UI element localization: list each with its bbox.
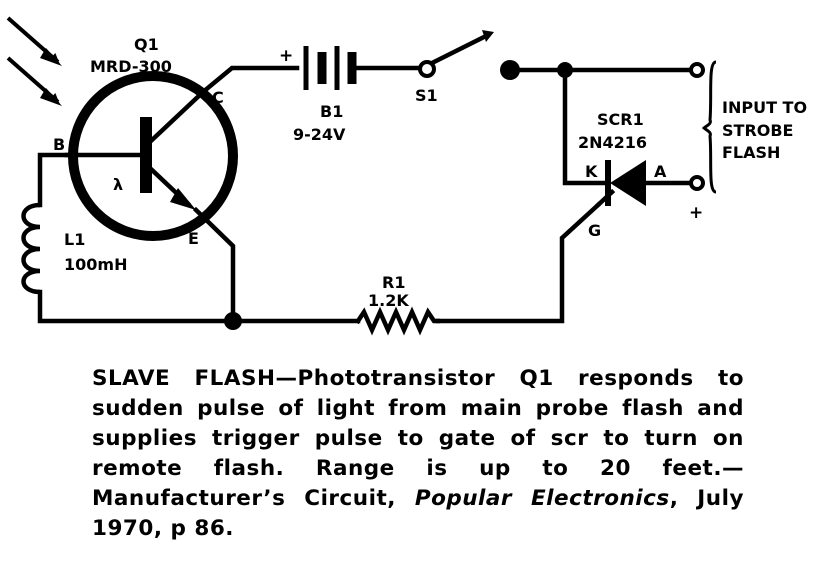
junction-dot (557, 62, 573, 78)
junction-dot (224, 312, 242, 330)
input-plus-label: + (689, 203, 703, 223)
circuit-wires (37, 65, 696, 324)
q1-pin-b-label: B (53, 135, 65, 154)
input-label-line1: INPUT TO (722, 98, 807, 117)
caption-body: —Phototransistor Q1 responds to sudden p… (92, 366, 744, 511)
q1-part-label: MRD-300 (90, 57, 172, 76)
scr1-ref-label: SCR1 (597, 110, 644, 129)
caption-title: SLAVE FLASH (92, 366, 276, 391)
battery-b1 (303, 46, 357, 90)
switch-s1 (418, 30, 494, 78)
light-arrows-icon (6, 16, 62, 106)
q1-ref-label: Q1 (134, 35, 159, 54)
inductor-l1 (21, 202, 41, 295)
lambda-symbol: λ (113, 175, 123, 194)
resistor-r1 (354, 306, 441, 336)
input-label-line3: FLASH (722, 143, 780, 162)
input-terminal-bottom (689, 175, 705, 191)
caption-source: Popular Electronics (414, 486, 670, 511)
input-brace (701, 60, 717, 194)
s1-ref-label: S1 (415, 86, 438, 105)
scr1-pin-k-label: K (585, 162, 598, 181)
q1-pin-e-label: E (188, 229, 199, 248)
input-label-line2: STROBE (722, 121, 793, 140)
caption-tail: , July 1970, p 86. (92, 486, 744, 541)
scr1-pin-a-label: A (654, 162, 667, 181)
scr1-part-label: 2N4216 (578, 133, 647, 152)
input-terminal-top (689, 62, 705, 78)
scr-scr1 (594, 160, 646, 209)
b1-ref-label: B1 (320, 102, 343, 121)
b1-value-label: 9-24V (293, 125, 346, 144)
l1-ref-label: L1 (64, 230, 85, 249)
q1-pin-c-label: C (212, 88, 224, 107)
scr1-pin-g-label: G (588, 221, 601, 240)
r1-value-label: 1.2K (368, 291, 409, 310)
r1-ref-label: R1 (382, 273, 405, 292)
phototransistor-q1 (64, 71, 238, 241)
l1-value-label: 100mH (64, 255, 127, 274)
figure-caption: SLAVE FLASH—Phototransistor Q1 responds … (92, 364, 744, 544)
switch-pole-dot (500, 60, 520, 80)
b1-plus-label: + (279, 46, 293, 66)
